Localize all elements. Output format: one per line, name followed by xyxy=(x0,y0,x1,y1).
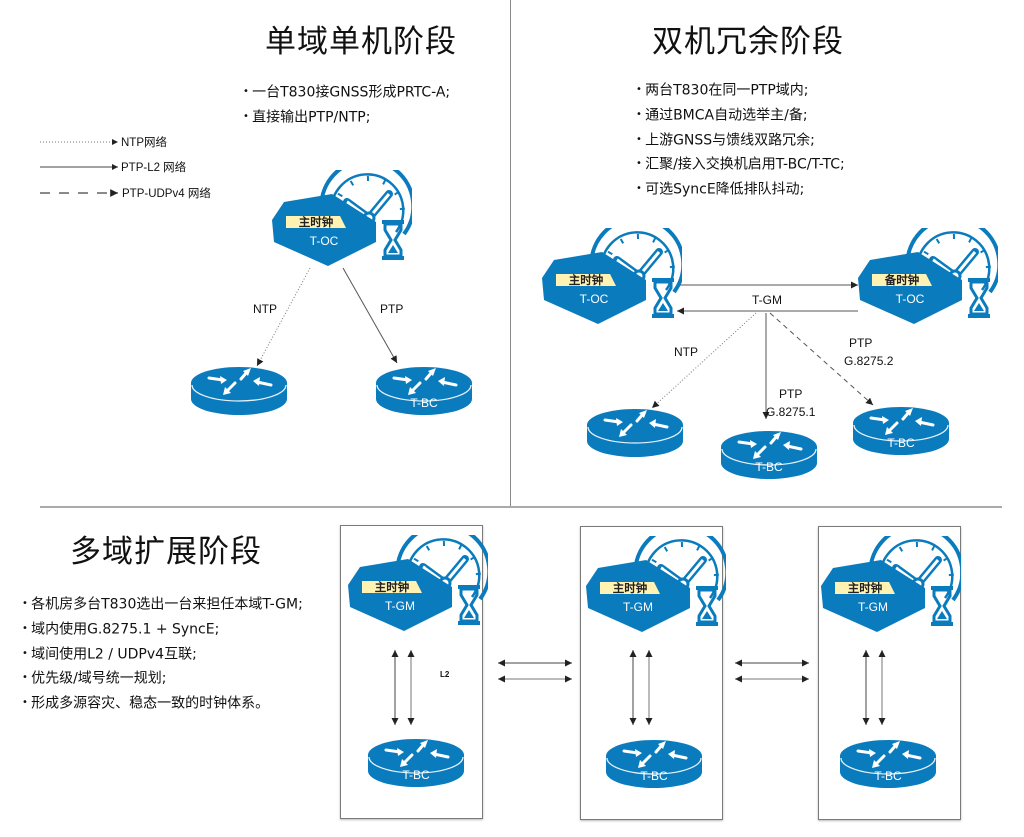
router-icon xyxy=(853,407,949,455)
stage3-bullets: 各机房多台T830选出一台来担任本域T-GM; 域内使用G.8275.1 + S… xyxy=(22,592,303,716)
stage2-router-1 xyxy=(585,405,685,459)
stage2-ptp2-label-line1: PTP xyxy=(849,336,873,350)
legend-ptp-l2-label: PTP-L2 网络 xyxy=(121,162,187,174)
router-label: T-BC xyxy=(874,769,902,783)
vertical-divider xyxy=(510,0,511,506)
clock-icon xyxy=(858,228,998,324)
clock-tag: 主时钟 xyxy=(298,215,334,229)
router-icon xyxy=(840,740,936,788)
clock-role: T-OC xyxy=(309,234,339,248)
stage3-bullet: 各机房多台T830选出一台来担任本域T-GM; xyxy=(22,592,303,617)
clock-role: T-GM xyxy=(623,600,653,614)
stage3-bullet: 形成多源容灾、稳态一致的时钟体系。 xyxy=(22,691,303,716)
stage3-bullet: 优先级/域号统一规划; xyxy=(22,666,303,691)
stage1-clock-device: 主时钟 T-OC xyxy=(272,170,412,270)
router-label: T-BC xyxy=(640,769,668,783)
stage1-ptp-label: PTP xyxy=(380,302,404,316)
stage2-ptp1-label-line2: G.8275.1 xyxy=(766,405,816,419)
router-label: T-BC xyxy=(402,768,430,782)
clock-role: T-OC xyxy=(895,292,925,306)
stage2-bullets: 两台T830在同一PTP域内; 通过BMCA自动选举主/备; 上游GNSS与馈线… xyxy=(636,78,845,202)
domain2-router: T-BC xyxy=(604,736,704,790)
domain-box-1 xyxy=(340,525,483,819)
router-icon xyxy=(191,367,287,415)
clock-role: T-GM xyxy=(858,600,888,614)
domain1-clock-device: 主时钟 T-GM xyxy=(348,535,488,635)
domain-box-2 xyxy=(580,526,723,820)
stage3-bullet: 域间使用L2 / UDPv4互联; xyxy=(22,642,303,667)
domain1-router: T-BC xyxy=(366,735,466,789)
stage2-bullet: 汇聚/接入交换机启用T-BC/T-TC; xyxy=(636,152,845,177)
router-icon xyxy=(606,740,702,788)
clock-tag: 主时钟 xyxy=(374,580,410,594)
router-label: T-BC xyxy=(755,460,783,474)
stage1-ntp-link xyxy=(256,267,311,367)
clock-icon xyxy=(821,536,961,632)
stage2-ntp-label: NTP xyxy=(674,345,698,359)
stage3-bullet: 域内使用G.8275.1 + SyncE; xyxy=(22,617,303,642)
stage1-title: 单域单机阶段 xyxy=(265,24,457,60)
router-label: T-BC xyxy=(887,436,915,450)
stage2-ptp2-label-line2: G.8275.2 xyxy=(844,354,894,368)
domain3-router: T-BC xyxy=(838,736,938,790)
stage1-bullet: 一台T830接GNSS形成PRTC-A; xyxy=(243,80,450,105)
router-label: T-BC xyxy=(410,396,438,410)
router-icon xyxy=(368,739,464,787)
legend-ntp-label: NTP网络 xyxy=(121,137,167,149)
stage2-bullet: 两台T830在同一PTP域内; xyxy=(636,78,845,103)
clock-role: T-GM xyxy=(385,599,415,613)
clock-tag: 主时钟 xyxy=(847,581,883,595)
stage2-router-2: T-BC xyxy=(719,427,819,481)
legend-ptp-udp-label: PTP-UDPv4 网络 xyxy=(122,188,211,200)
router-icon xyxy=(376,367,472,415)
domain2-clock-device: 主时钟 T-GM xyxy=(586,536,726,636)
stage2-bullet: 可选SyncE降低排队抖动; xyxy=(636,177,845,202)
router-icon xyxy=(721,431,817,479)
router-icon xyxy=(587,409,683,457)
domain3-clock-device: 主时钟 T-GM xyxy=(821,536,961,636)
clock-role: T-OC xyxy=(579,292,609,306)
stage1-ntp-label: NTP xyxy=(253,302,277,316)
clock-tag: 主时钟 xyxy=(612,581,648,595)
stage3-title: 多域扩展阶段 xyxy=(70,534,262,570)
domain1-l2-label: L2 xyxy=(440,670,450,679)
stage2-bullet: 通过BMCA自动选举主/备; xyxy=(636,103,845,128)
horizontal-divider xyxy=(40,506,1002,508)
domain-box-3 xyxy=(818,526,961,820)
clock-icon xyxy=(348,535,488,631)
stage1-router-1 xyxy=(189,363,289,417)
stage1-bullet: 直接输出PTP/NTP; xyxy=(243,105,450,130)
stage2-tgm-label: T-GM xyxy=(752,293,782,307)
stage2-bullet: 上游GNSS与馈线双路冗余; xyxy=(636,128,845,153)
clock-icon xyxy=(542,228,682,324)
clock-icon xyxy=(272,170,412,266)
clock-tag: 主时钟 xyxy=(568,273,604,287)
stage2-title: 双机冗余阶段 xyxy=(652,24,844,60)
clock-icon xyxy=(586,536,726,632)
stage1-bullets: 一台T830接GNSS形成PRTC-A; 直接输出PTP/NTP; xyxy=(243,80,450,130)
stage1-router-2: T-BC xyxy=(374,363,474,417)
stage2-router-3: T-BC xyxy=(851,403,951,457)
stage2-backup-clock: 备时钟 T-OC xyxy=(858,228,998,328)
clock-tag: 备时钟 xyxy=(884,273,920,287)
stage2-primary-clock: 主时钟 T-OC xyxy=(542,228,682,328)
stage2-ptp1-label-line1: PTP xyxy=(779,387,803,401)
